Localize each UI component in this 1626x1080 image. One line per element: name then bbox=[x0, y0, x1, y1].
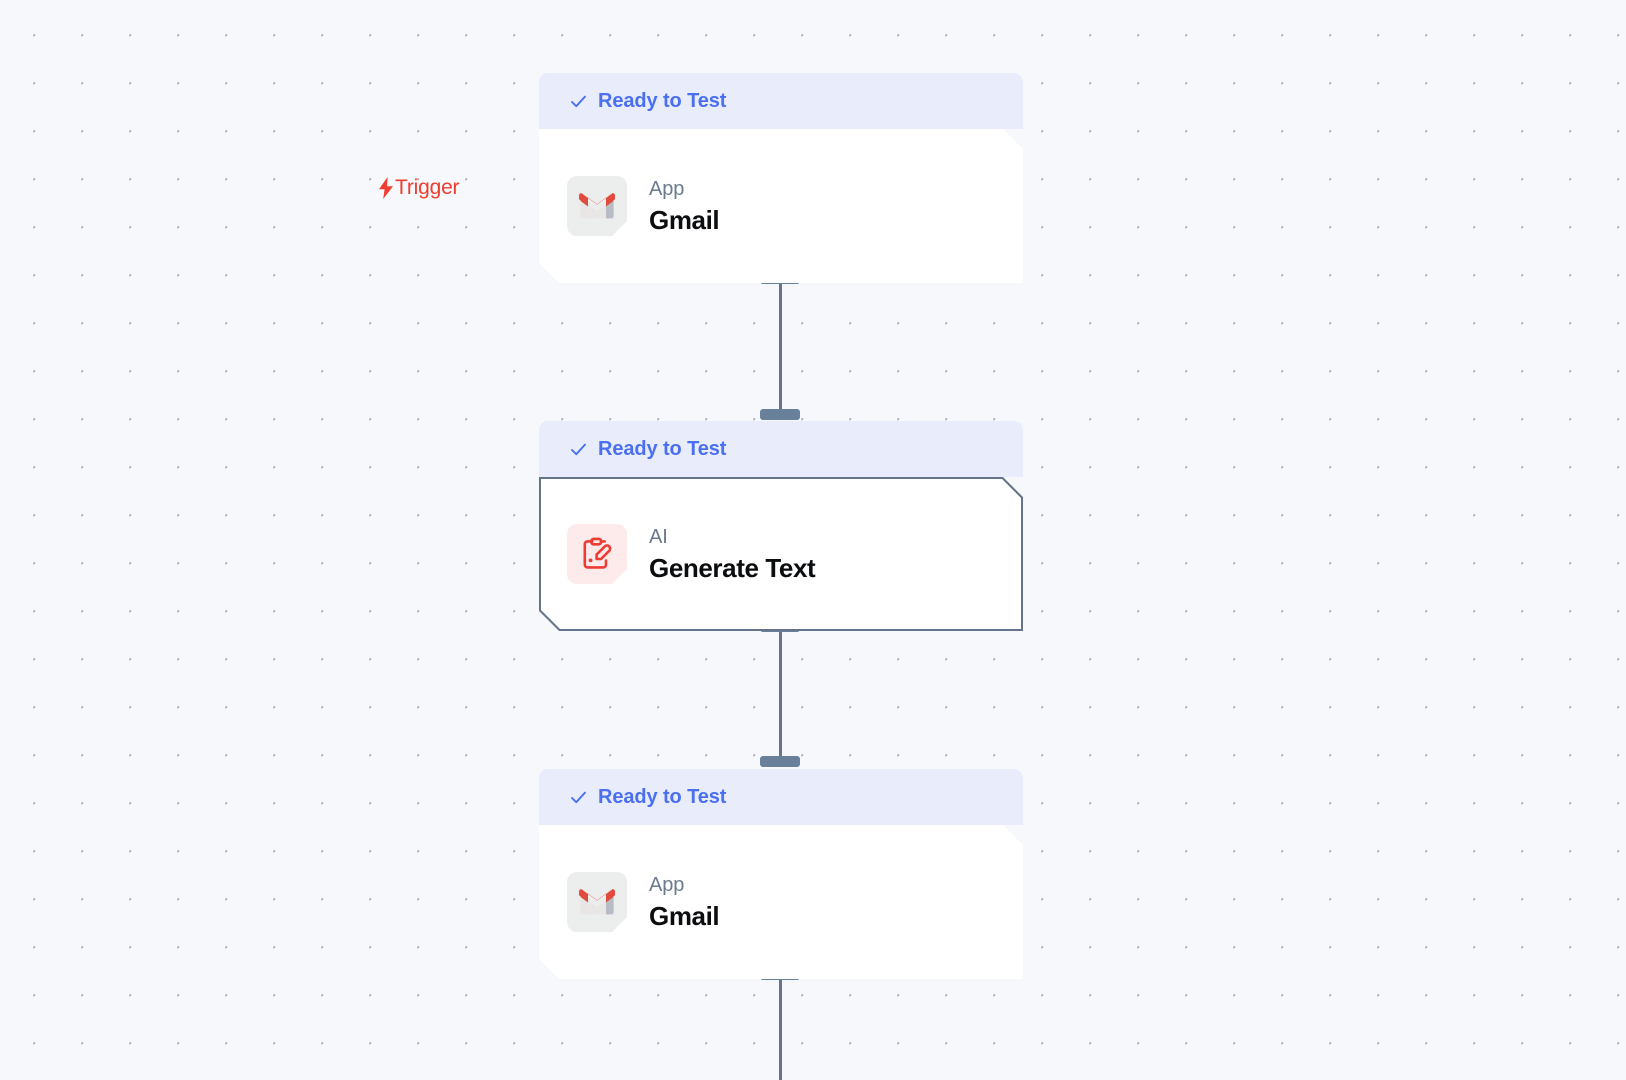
workflow-node-1[interactable]: Ready to Test App Gmail bbox=[539, 73, 1023, 283]
workflow-node-3[interactable]: Ready to Test App Gmail bbox=[539, 769, 1023, 979]
node-status-header-3: Ready to Test bbox=[539, 769, 1023, 825]
gmail-icon bbox=[567, 872, 627, 932]
node-card-1[interactable]: App Gmail bbox=[539, 129, 1023, 283]
node-card-2[interactable]: AI Generate Text bbox=[539, 477, 1023, 631]
check-icon bbox=[569, 92, 588, 111]
trigger-label: Trigger bbox=[395, 176, 460, 199]
connector-line-2-3[interactable] bbox=[779, 632, 782, 758]
workflow-node-2[interactable]: Ready to Test AI Generate Text bbox=[539, 421, 1023, 631]
node-card-3[interactable]: App Gmail bbox=[539, 825, 1023, 979]
lightning-bolt-icon bbox=[378, 177, 394, 199]
node-status-label-2: Ready to Test bbox=[598, 437, 727, 460]
node-status-header-2: Ready to Test bbox=[539, 421, 1023, 477]
node-app-info-3: App Gmail bbox=[649, 873, 719, 932]
connector-handle-in-2[interactable] bbox=[760, 409, 800, 420]
connector-handle-in-3[interactable] bbox=[760, 756, 800, 767]
node-title-3: Gmail bbox=[649, 900, 720, 931]
node-status-label-1: Ready to Test bbox=[598, 89, 727, 112]
node-status-label-3: Ready to Test bbox=[598, 785, 727, 808]
node-status-header-1: Ready to Test bbox=[539, 73, 1023, 129]
check-icon bbox=[569, 440, 588, 459]
node-kicker-2: AI bbox=[649, 525, 668, 548]
node-app-info-1: App Gmail bbox=[649, 177, 719, 236]
gmail-icon bbox=[567, 176, 627, 236]
node-kicker-1: App bbox=[649, 177, 685, 200]
node-app-info-2: AI Generate Text bbox=[649, 525, 815, 584]
trigger-badge: Trigger bbox=[378, 176, 460, 200]
node-title-2: Generate Text bbox=[649, 552, 816, 583]
connector-line-3-next[interactable] bbox=[779, 980, 782, 1080]
check-icon bbox=[569, 788, 588, 807]
clipboard-pencil-icon bbox=[567, 524, 627, 584]
node-kicker-3: App bbox=[649, 873, 685, 896]
connector-line-1-2[interactable] bbox=[779, 284, 782, 412]
node-title-1: Gmail bbox=[649, 204, 720, 235]
